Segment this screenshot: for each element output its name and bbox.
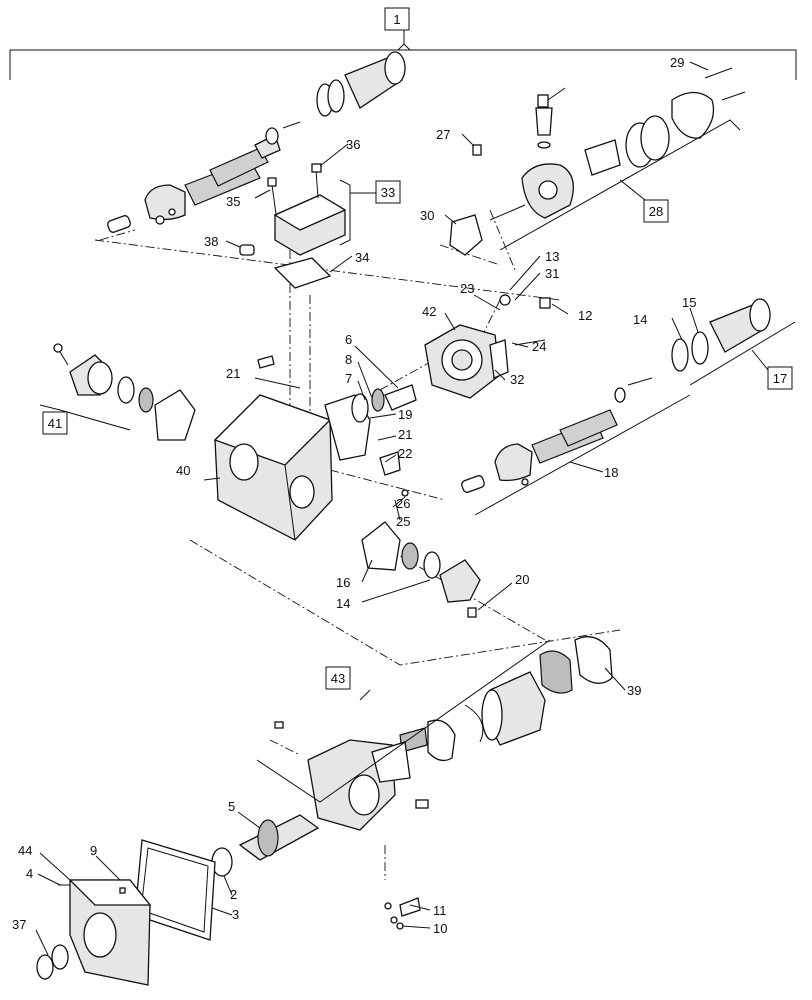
callout-14-lower[interactable]: 14: [336, 596, 350, 611]
pins-10-11: [384, 897, 421, 930]
callout-29[interactable]: 29: [670, 55, 684, 70]
callout-21-lower[interactable]: 21: [398, 427, 412, 442]
drive-shaft-5: [211, 814, 320, 877]
label-43[interactable]: 43: [331, 671, 345, 686]
callout-39[interactable]: 39: [627, 683, 641, 698]
callout-3[interactable]: 3: [232, 907, 239, 922]
callout-35[interactable]: 35: [226, 194, 240, 209]
callout-25[interactable]: 25: [396, 514, 410, 529]
callout-31[interactable]: 31: [545, 266, 559, 281]
callout-20[interactable]: 20: [515, 572, 529, 587]
callout-32[interactable]: 32: [510, 372, 524, 387]
main-housing-40: [213, 355, 417, 541]
label-17[interactable]: 17: [773, 371, 787, 386]
gear-pump-42: [424, 294, 551, 399]
hydraulic-motor-43: [274, 636, 613, 831]
callout-40[interactable]: 40: [176, 463, 190, 478]
callout-13[interactable]: 13: [545, 249, 559, 264]
label-33[interactable]: 33: [381, 185, 395, 200]
callout-30[interactable]: 30: [420, 208, 434, 223]
callout-15[interactable]: 15: [682, 295, 696, 310]
callout-8[interactable]: 8: [345, 352, 352, 367]
callout-22[interactable]: 22: [398, 446, 412, 461]
pump-assembly-28: [449, 67, 746, 256]
callout-38[interactable]: 38: [204, 234, 218, 249]
callout-36[interactable]: 36: [346, 137, 360, 152]
valve-block-33: [239, 163, 347, 289]
sub-assembly-brackets: [39, 119, 796, 803]
callout-26[interactable]: 26: [396, 496, 410, 511]
callout-34[interactable]: 34: [355, 250, 369, 265]
callout-18[interactable]: 18: [604, 465, 618, 480]
main-assembly-label[interactable]: 1: [393, 12, 400, 27]
callout-9[interactable]: 9: [90, 843, 97, 858]
callout-2[interactable]: 2: [230, 887, 237, 902]
callout-16[interactable]: 16: [336, 575, 350, 590]
callout-12[interactable]: 12: [578, 308, 592, 323]
callout-27[interactable]: 27: [436, 127, 450, 142]
boxed-sub-assembly-labels: 33 28 41 17 43: [48, 185, 787, 686]
upper-control-spool-assembly: [107, 51, 406, 233]
main-assembly-bracket: 1: [9, 7, 797, 80]
leader-lines: [35, 61, 709, 956]
callout-37[interactable]: 37: [12, 917, 26, 932]
callout-7[interactable]: 7: [345, 371, 352, 386]
label-41[interactable]: 41: [48, 416, 62, 431]
callout-42[interactable]: 42: [422, 304, 436, 319]
callout-5[interactable]: 5: [228, 799, 235, 814]
callout-14-upper[interactable]: 14: [633, 312, 647, 327]
label-28[interactable]: 28: [649, 204, 663, 219]
lower-spool-assembly-18: [461, 298, 771, 493]
callout-19[interactable]: 19: [398, 407, 412, 422]
cover-assembly-41: [53, 343, 196, 441]
callout-10[interactable]: 10: [433, 921, 447, 936]
callout-4[interactable]: 4: [26, 866, 33, 881]
callout-11[interactable]: 11: [433, 903, 447, 918]
callout-23[interactable]: 23: [460, 281, 474, 296]
callout-numbers: 29 27 36 35 38 34 30 13 31 23 12 42 24 3…: [12, 55, 696, 936]
end-cover-16: [361, 521, 481, 618]
callout-6[interactable]: 6: [345, 332, 352, 347]
callout-21-upper[interactable]: 21: [226, 366, 240, 381]
callout-24[interactable]: 24: [532, 339, 546, 354]
end-housing-44: [36, 879, 152, 986]
callout-44[interactable]: 44: [18, 843, 32, 858]
